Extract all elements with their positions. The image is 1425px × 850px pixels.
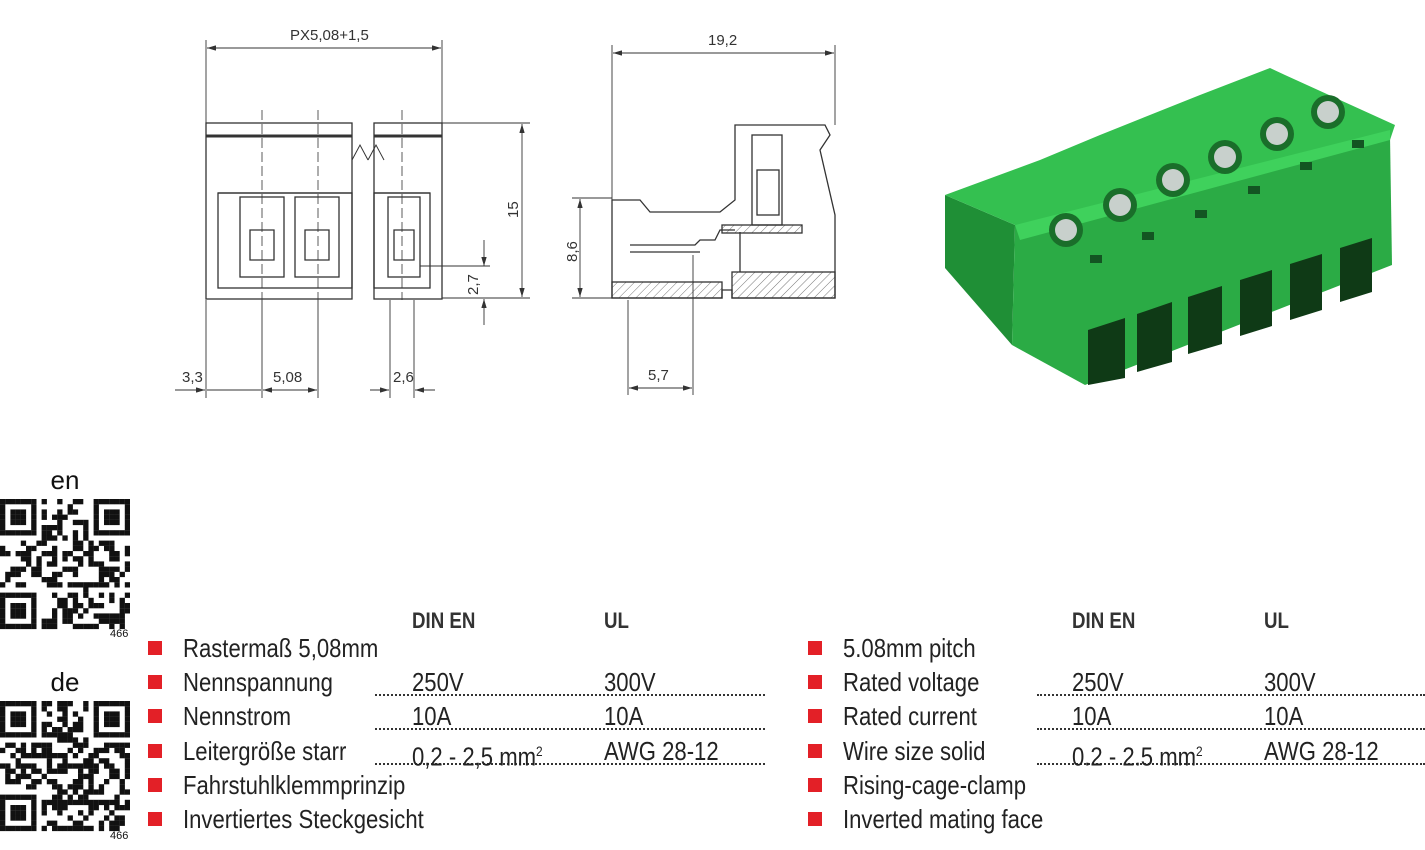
spec-value-din: 0.2 - 2.5 mm2 [1072, 734, 1203, 774]
spec-value-din-text: 10A [412, 701, 452, 732]
bullet-icon [808, 743, 822, 758]
bullet-icon [148, 675, 162, 690]
superscript: 2 [536, 742, 543, 759]
bullet-icon [808, 641, 822, 655]
spec-value-ul: 300V [604, 667, 656, 698]
spec-label: Rising-cage-clamp [843, 769, 1027, 800]
dim-pin: 5,7 [648, 367, 669, 384]
dotted-leader [1037, 762, 1425, 765]
spec-label: Fahrstuhlklemmprinzip [183, 769, 406, 800]
qr-code-number-en: 466 [110, 628, 129, 640]
spec-label: Rated current [843, 701, 977, 732]
spec-row: Rated current 10A 10A [0, 699, 1425, 733]
dim-right: 2,6 [393, 369, 414, 386]
dim-depth: 19,2 [708, 32, 737, 49]
screws [1049, 95, 1345, 247]
spec-value-din-text: 0.2 - 2.5 mm [1072, 741, 1197, 772]
spec-value-din-text: 250V [1072, 667, 1124, 698]
spec-value-ul: 300V [1264, 667, 1316, 698]
dim-offset: 2,7 [465, 274, 482, 295]
spec-label: 5.08mm pitch [843, 633, 976, 663]
spec-value-ul: 10A [1264, 701, 1304, 732]
front-view [175, 40, 530, 398]
bullet-icon [148, 812, 162, 826]
spec-value-ul: AWG 28-12 [1264, 735, 1379, 766]
bullet-icon [148, 641, 162, 655]
dim-left: 3,3 [182, 369, 203, 386]
spec-row: Nennstrom 10A 10A [0, 699, 1425, 733]
dim-side-height: 8,6 [564, 241, 581, 262]
qr-code-en[interactable] [0, 498, 130, 630]
spec-label: Leitergröße starr [183, 735, 347, 766]
spec-label: Rated voltage [843, 667, 980, 698]
spec-row: Fahrstuhlklemmprinzip [0, 768, 1425, 802]
bullet-icon [148, 743, 162, 758]
bullet-icon [808, 709, 822, 724]
side-view [611, 124, 836, 299]
spec-row: Invertiertes Steckgesicht [0, 802, 1425, 836]
spec-header-din-de: DIN EN [412, 608, 476, 633]
spec-value-ul: AWG 28-12 [604, 735, 719, 766]
bullet-icon [808, 777, 822, 792]
spec-label: Invertiertes Steckgesicht [183, 804, 424, 834]
spec-label: Wire size solid [843, 735, 986, 766]
spec-value-din: 250V [1072, 665, 1124, 699]
spec-value-din: 10A [1072, 699, 1111, 733]
dotted-leader [1037, 694, 1425, 697]
qr-language-en: en [50, 465, 80, 495]
qr-code-de[interactable] [0, 700, 130, 832]
dotted-leader [375, 694, 765, 697]
superscript: 2 [1196, 742, 1203, 759]
bullet-icon [808, 812, 822, 826]
spec-header-din-en: DIN EN [1072, 608, 1136, 633]
spec-row: 5.08mm pitch [0, 631, 1425, 665]
spec-value-din-text: 10A [1072, 701, 1112, 732]
spec-header-ul-de: UL [604, 608, 629, 633]
spec-value-din: 10A [412, 699, 451, 733]
spec-label: Nennstrom [183, 701, 292, 732]
technical-drawing: PX5,08+1,5 15 2,7 3,3 5,08 2,6 19,2 8,6 … [175, 27, 836, 398]
spec-value-din: 250V [412, 665, 464, 699]
spec-value-ul: 10A [604, 701, 644, 732]
spec-label: Rastermaß 5,08mm [183, 633, 379, 663]
spec-value-din-text: 0,2 - 2,5 mm [412, 741, 537, 772]
spec-value-din: 0,2 - 2,5 mm2 [412, 734, 543, 774]
dim-pitch: 5,08 [273, 369, 302, 386]
spec-value-din-text: 250V [412, 667, 464, 698]
spec-label: Nennspannung [183, 667, 333, 698]
spec-row: Rastermaß 5,08mm [0, 631, 1425, 665]
dotted-leader [375, 728, 765, 731]
dim-width: PX5,08+1,5 [290, 27, 369, 44]
spec-row: Nennspannung 250V 300V [0, 665, 1425, 699]
spec-header-ul-en: UL [1264, 608, 1289, 633]
qr-language-de: de [50, 667, 80, 697]
terminal-block-photo [945, 68, 1395, 385]
dim-height: 15 [505, 201, 522, 218]
spec-row: Inverted mating face [0, 802, 1425, 836]
bullet-icon [808, 675, 822, 690]
spec-row: Rated voltage 250V 300V [0, 665, 1425, 699]
bullet-icon [148, 709, 162, 724]
spec-row: Rising-cage-clamp [0, 768, 1425, 802]
bullet-icon [148, 777, 162, 792]
spec-label: Inverted mating face [843, 804, 1044, 834]
dotted-leader [375, 762, 765, 765]
dotted-leader [1037, 728, 1425, 731]
qr-code-number-de: 466 [110, 830, 129, 842]
wire-entries [1088, 238, 1372, 385]
